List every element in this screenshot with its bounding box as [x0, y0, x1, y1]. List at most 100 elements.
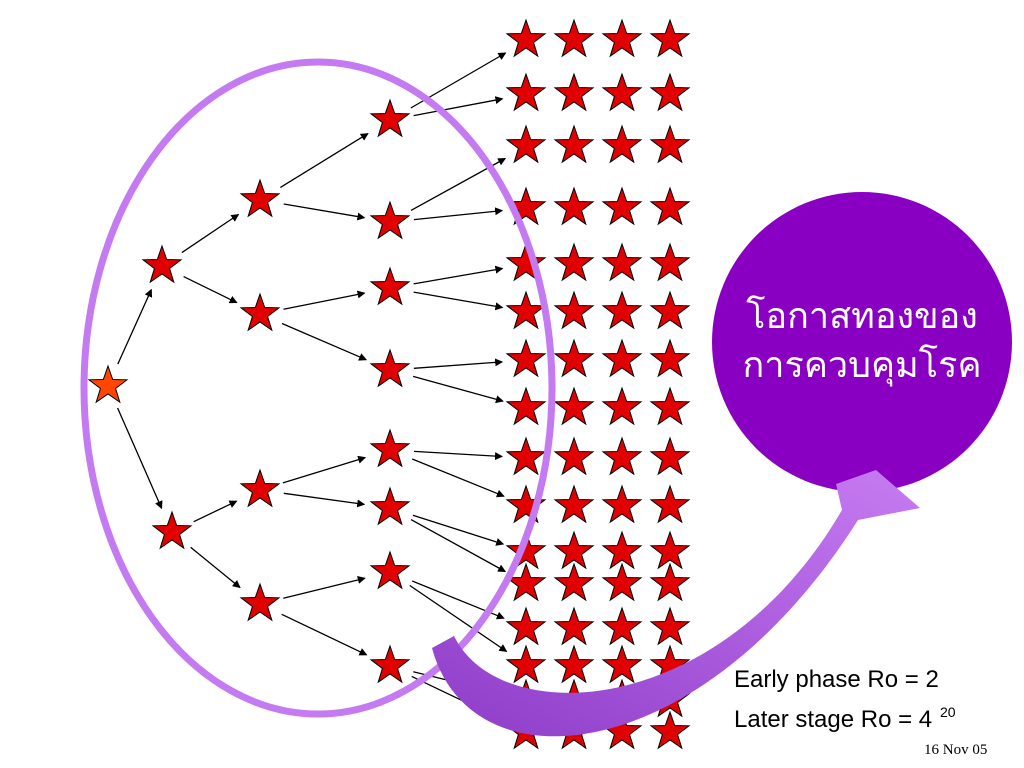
arrow-g3-g4-4-a [413, 450, 503, 461]
callout-circle [712, 192, 1012, 492]
gen4-star-r6-c3 [649, 338, 691, 378]
arrow-g1-g2-2 [193, 500, 238, 523]
gen4-star-r0-c0 [505, 18, 547, 58]
gen4-star-r5-c1 [553, 290, 595, 330]
arrow-g2-g3-2 [283, 290, 366, 310]
early-phase-caption: Early phase Ro = 2 [734, 666, 939, 693]
gen4-star-r13-c1 [553, 644, 595, 684]
arrow-g0-g1-0 [117, 288, 153, 365]
gen4-star-r1-c2 [601, 72, 643, 112]
gen4-star-r11-c1 [553, 562, 595, 602]
gen4-star-r10-c1 [553, 530, 595, 570]
arrow-g3-g4-2-a [413, 265, 504, 285]
gen3-star-4 [369, 428, 411, 468]
arrow-g3-g4-3-b [412, 375, 504, 404]
arrow-g1-g2-1 [183, 276, 238, 304]
gen4-star-r2-c1 [553, 124, 595, 164]
gen4-star-r5-c0 [505, 290, 547, 330]
gen4-star-r3-c1 [553, 186, 595, 226]
arrow-g1-g2-3 [190, 546, 241, 589]
gen4-star-r8-c3 [649, 436, 691, 476]
gen3-star-3 [369, 348, 411, 388]
arrow-g3-g4-6-b [409, 584, 508, 652]
gen4-star-r15-c3 [649, 710, 691, 750]
arrow-g2-g3-4 [282, 455, 367, 484]
gen1-star-0 [141, 244, 183, 284]
gen3-star-1 [369, 200, 411, 240]
gen2-star-3 [239, 582, 281, 622]
callout-line-1: โอกาสทองของ [746, 296, 978, 338]
gen4-star-r3-c3 [649, 186, 691, 226]
gen4-star-r6-c0 [505, 338, 547, 378]
gen4-star-r10-c3 [649, 530, 691, 570]
gen3-star-0 [369, 98, 411, 138]
arrow-g2-g3-6 [283, 575, 366, 599]
gen4-star-r9-c1 [553, 484, 595, 524]
gen4-star-r10-c0 [505, 530, 547, 570]
gen1-star-1 [151, 510, 193, 550]
gen4-star-r7-c3 [649, 386, 691, 426]
gen3-star-2 [369, 266, 411, 306]
gen3-star-6 [369, 550, 411, 590]
arrow-g1-g2-0 [181, 213, 240, 254]
arrow-g2-g3-0 [280, 133, 369, 188]
gen4-star-r1-c0 [505, 72, 547, 112]
gen4-star-r1-c3 [649, 72, 691, 112]
gen4-star-r4-c1 [553, 242, 595, 282]
arrow-g2-g3-1 [283, 203, 366, 221]
arrow-g2-g3-5 [283, 492, 366, 508]
gen4-star-r9-c2 [601, 484, 643, 524]
gen4-star-r2-c0 [505, 124, 547, 164]
gen4-star-r11-c3 [649, 562, 691, 602]
gen4-star-r4-c3 [649, 242, 691, 282]
gen4-star-r12-c3 [649, 606, 691, 646]
gen4-star-r5-c2 [601, 290, 643, 330]
early-phase-ellipse [80, 58, 556, 718]
gen4-star-r7-c0 [505, 386, 547, 426]
page-number: 20 [940, 704, 956, 720]
gen4-star-r12-c2 [601, 606, 643, 646]
arrow-g3-g4-1-b [413, 207, 504, 221]
gen2-star-1 [239, 292, 281, 332]
gen4-star-r1-c1 [553, 72, 595, 112]
gen3-star-7 [369, 644, 411, 684]
gen2-star-2 [239, 468, 281, 508]
gen4-star-r12-c1 [553, 606, 595, 646]
arrow-g0-g1-1 [117, 407, 163, 510]
arrow-g3-g4-4-b [411, 458, 505, 498]
callout-text: โอกาสทองของ การควบคุมโรค [712, 272, 1012, 412]
gen4-star-r10-c2 [601, 530, 643, 570]
arrow-g2-g3-7 [281, 613, 368, 656]
curved-arrow [432, 470, 920, 737]
gen2-star-0 [239, 178, 281, 218]
gen4-star-r6-c2 [601, 338, 643, 378]
arrow-g3-g4-5-a [412, 514, 505, 546]
gen4-star-r8-c0 [505, 436, 547, 476]
gen4-star-r4-c2 [601, 242, 643, 282]
gen4-star-r12-c0 [505, 606, 547, 646]
gen3-star-5 [369, 486, 411, 526]
gen4-star-r3-c2 [601, 186, 643, 226]
gen4-star-r7-c1 [553, 386, 595, 426]
arrow-g3-g4-5-b [410, 519, 507, 573]
gen4-star-r13-c2 [601, 644, 643, 684]
arrow-g3-g4-3-a [413, 358, 504, 369]
gen4-star-r2-c2 [601, 124, 643, 164]
gen4-star-r11-c2 [601, 562, 643, 602]
later-stage-caption: Later stage Ro = 4 [734, 706, 933, 733]
gen4-star-r8-c1 [553, 436, 595, 476]
gen4-star-r0-c2 [601, 18, 643, 58]
gen4-star-r13-c0 [505, 644, 547, 684]
gen4-star-r7-c2 [601, 386, 643, 426]
gen4-star-r9-c3 [649, 484, 691, 524]
origin-case-star [87, 364, 129, 404]
arrow-g2-g3-3 [281, 322, 368, 361]
slide-date: 16 Nov 05 [924, 742, 988, 758]
transmission-arrows [117, 52, 508, 722]
gen4-star-r8-c2 [601, 436, 643, 476]
gen4-star-r0-c3 [649, 18, 691, 58]
gen4-star-r4-c0 [505, 242, 547, 282]
arrow-g3-g4-2-b [413, 291, 504, 311]
